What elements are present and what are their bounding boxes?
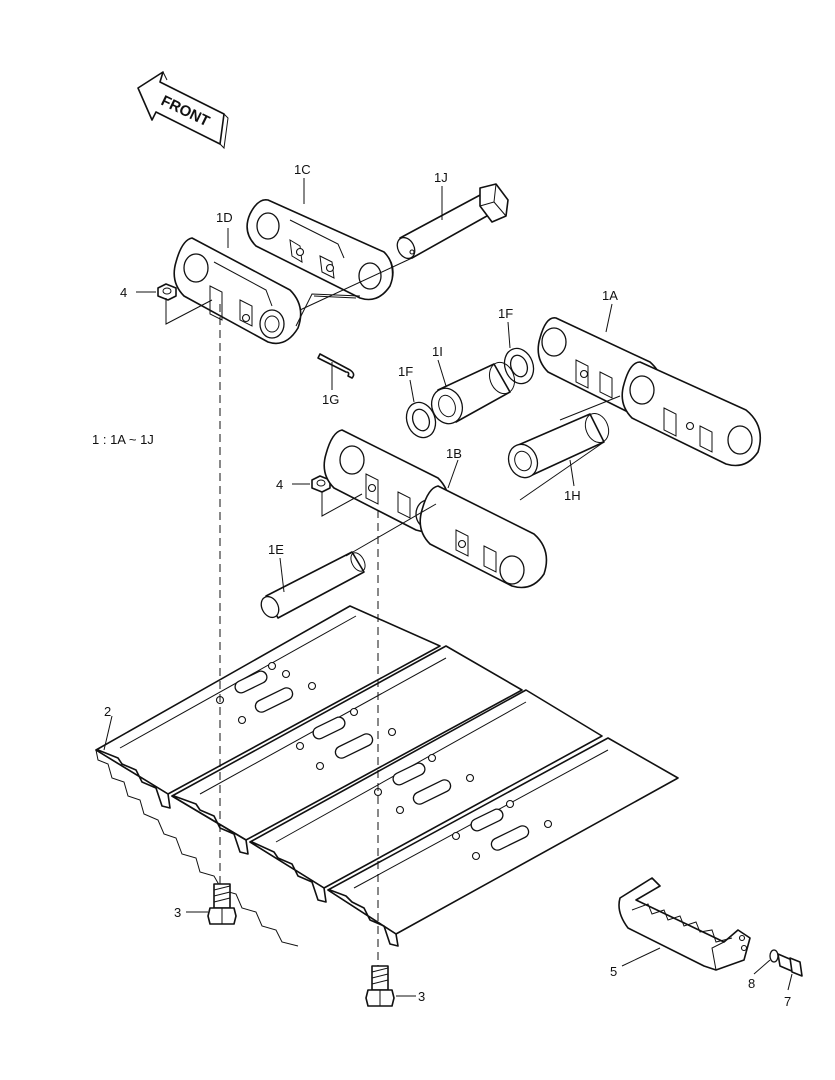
nut-upper bbox=[157, 283, 177, 301]
label-1d: 1D bbox=[216, 210, 233, 225]
pin-1e bbox=[260, 551, 366, 619]
label-1b: 1B bbox=[446, 446, 462, 461]
label-1f-right: 1F bbox=[498, 306, 513, 321]
seal-1f-left bbox=[405, 401, 437, 439]
label-1e: 1E bbox=[268, 542, 284, 557]
step-5 bbox=[618, 877, 751, 971]
front-arrow: FRONT bbox=[137, 71, 229, 150]
nut-lower bbox=[311, 475, 331, 493]
label-4-upper: 4 bbox=[120, 285, 127, 300]
seal-1f-right bbox=[503, 347, 535, 385]
bolt-right bbox=[365, 965, 395, 1007]
label-1g: 1G bbox=[322, 392, 339, 407]
washer-8 bbox=[769, 949, 779, 963]
link-1c bbox=[246, 198, 394, 301]
label-2: 2 bbox=[104, 704, 111, 719]
bushing-1i bbox=[430, 361, 516, 425]
label-3-left: 3 bbox=[174, 905, 181, 920]
bolt-left bbox=[207, 883, 237, 925]
bushing-1h bbox=[507, 412, 610, 479]
label-1a: 1A bbox=[602, 288, 618, 303]
cotter-pin-1g bbox=[317, 353, 355, 379]
label-1h: 1H bbox=[564, 488, 581, 503]
label-1f-left: 1F bbox=[398, 364, 413, 379]
label-3-right: 3 bbox=[418, 989, 425, 1004]
label-4-lower: 4 bbox=[276, 477, 283, 492]
pin-1j bbox=[396, 183, 509, 260]
labels: 1C 1J 1D 4 1G 1A 1F 1F 1I 1 : 1A ~ 1J 1B… bbox=[92, 162, 791, 1009]
link-1a bbox=[537, 317, 762, 467]
label-8: 8 bbox=[748, 976, 755, 991]
bolt-7 bbox=[777, 953, 803, 977]
leader-lines bbox=[103, 178, 793, 997]
label-1c: 1C bbox=[294, 162, 311, 177]
shoe-holes bbox=[215, 661, 553, 861]
label-7: 7 bbox=[784, 994, 791, 1009]
link-1d bbox=[173, 237, 302, 345]
link-1b bbox=[323, 429, 548, 589]
label-1j: 1J bbox=[434, 170, 448, 185]
label-set-range: 1 : 1A ~ 1J bbox=[92, 432, 154, 447]
label-1i: 1I bbox=[432, 344, 443, 359]
label-5: 5 bbox=[610, 964, 617, 979]
track-shoes bbox=[95, 605, 679, 947]
